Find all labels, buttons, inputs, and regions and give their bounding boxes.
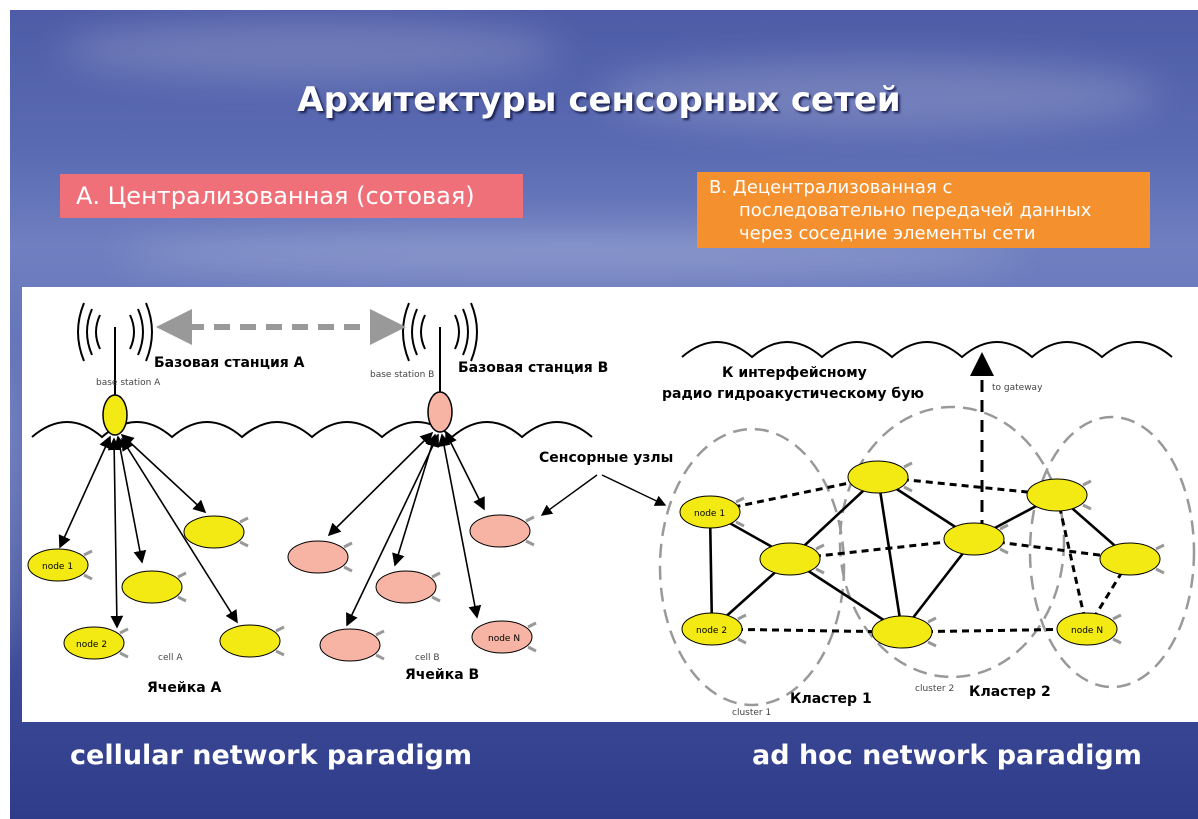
svg-text:node N: node N <box>1071 626 1103 636</box>
cell-a-links <box>58 433 238 629</box>
sensor-node <box>847 460 913 494</box>
cluster-1-caption: cluster 1 <box>732 708 771 718</box>
sensor-node: node 1 <box>27 548 93 582</box>
cluster-3-boundary <box>1028 415 1196 689</box>
label-decentralized-line1: В. Децентрализованная с <box>709 177 953 198</box>
station-b-label: Базовая станция В <box>458 360 608 376</box>
sensor-node: node 2 <box>681 612 747 646</box>
sensor-node <box>375 570 441 604</box>
slide-title: Архитектуры сенсорных сетей <box>297 80 901 120</box>
svg-text:node N: node N <box>488 634 520 644</box>
sensor-nodes-arrow-right <box>601 474 667 506</box>
station-a-label: Базовая станция А <box>154 355 305 371</box>
label-centralized: А. Централизованная (сотовая) <box>60 174 523 218</box>
sensor-node <box>871 615 937 649</box>
caption-cellular: cellular network paradigm <box>70 740 472 771</box>
sensor-node <box>943 522 1009 556</box>
base-station-b <box>427 391 453 433</box>
sensor-node <box>219 624 285 658</box>
cell-b-caption: cell B <box>415 653 440 663</box>
slide-border-left <box>0 0 10 819</box>
cloud-streak <box>600 60 1160 130</box>
label-decentralized-line3: через соседние элементы сети <box>739 223 1036 244</box>
sensor-node <box>121 570 187 604</box>
caption-adhoc: ad hoc network paradigm <box>752 740 1142 771</box>
sensor-node <box>759 542 825 576</box>
gateway-caption: to gateway <box>992 383 1043 393</box>
sea-surface-wave <box>681 341 1173 359</box>
network-diagram: Базовая станция А base station A Базовая… <box>27 302 1196 718</box>
sensor-node <box>287 540 353 574</box>
cell-a-caption: cell A <box>158 653 183 663</box>
sensor-node <box>1099 542 1165 576</box>
cell-b-label: Ячейка В <box>405 667 479 683</box>
station-a-caption: base station A <box>96 378 161 388</box>
cluster-2-boundary <box>838 405 1066 679</box>
cluster-2-label: Кластер 2 <box>969 684 1051 700</box>
base-station-a <box>102 394 128 436</box>
sensor-node <box>183 515 249 549</box>
sensor-node: node N <box>1056 612 1122 646</box>
radio-waves-icon <box>77 302 153 362</box>
sensor-nodes-label: Сенсорные узлы <box>539 450 673 466</box>
sensor-nodes-arrow-left <box>540 474 598 516</box>
svg-text:node 1: node 1 <box>42 562 73 572</box>
cell-a-label: Ячейка А <box>147 680 222 696</box>
sensor-node: node 1 <box>679 495 745 529</box>
svg-text:node 1: node 1 <box>694 509 725 519</box>
station-b-caption: base station B <box>370 370 434 380</box>
label-decentralized-line2: последовательно передачей данных <box>739 200 1092 221</box>
cloud-streak <box>60 20 560 80</box>
svg-text:node 2: node 2 <box>696 626 727 636</box>
sensor-node: node 2 <box>63 626 129 660</box>
label-decentralized: В. Децентрализованная с последовательно … <box>697 172 1150 248</box>
gateway-label-2: радио гидроакустическому бую <box>662 386 924 402</box>
cell-b-links <box>327 431 485 627</box>
svg-text:node 2: node 2 <box>76 640 107 650</box>
slide-border-top <box>0 0 1198 10</box>
sensor-node <box>469 514 535 548</box>
sensor-node: node N <box>471 620 537 654</box>
sensor-node <box>319 628 385 662</box>
cluster-1-boundary <box>658 427 846 707</box>
cluster-2-caption: cluster 2 <box>915 684 954 694</box>
diagram-panel: Базовая станция А base station A Базовая… <box>22 287 1198 722</box>
sensor-node <box>1026 478 1092 512</box>
cluster-1-label: Кластер 1 <box>790 691 872 707</box>
gateway-label-1: К интерфейсному <box>722 365 867 381</box>
